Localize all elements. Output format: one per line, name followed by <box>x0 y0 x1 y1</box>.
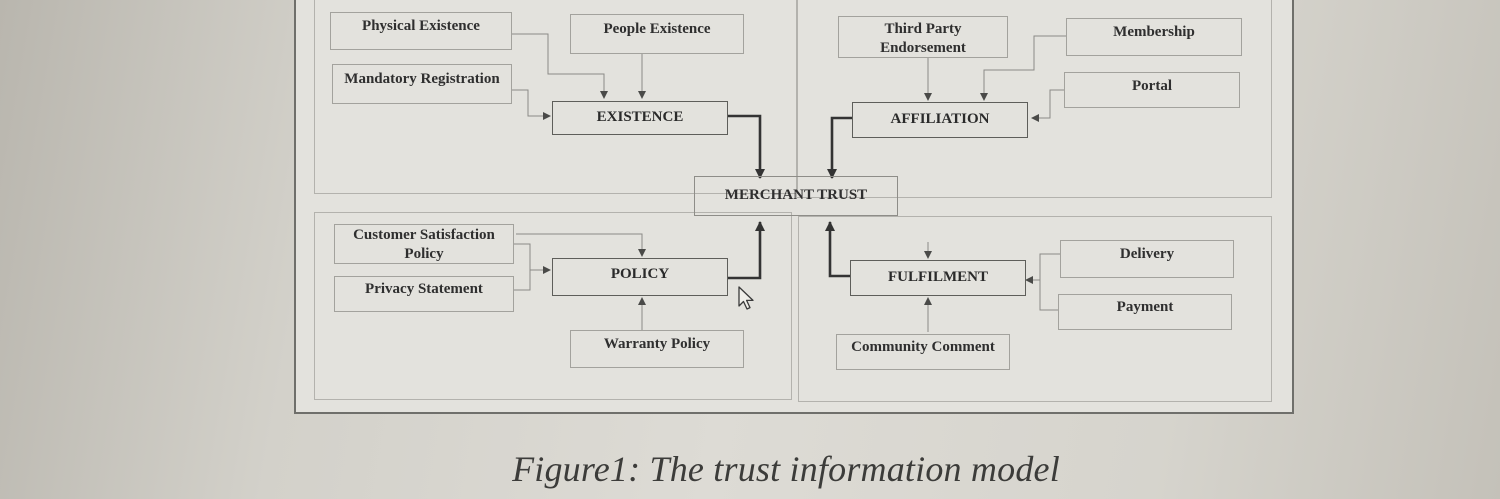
factor-label: Warranty Policy <box>603 336 711 352</box>
factor-physical-existence: Physical Existence <box>330 12 512 50</box>
factor-portal: Portal <box>1064 72 1240 108</box>
factor-label: Portal <box>1132 78 1172 94</box>
factor-label: Customer Satisfaction Policy <box>353 227 495 262</box>
fulfilment-factor-links <box>924 242 1060 332</box>
factor-label: Physical Existence <box>362 18 480 34</box>
factor-label: Third Party Endorsement <box>880 21 966 56</box>
factor-delivery: Delivery <box>1060 240 1234 278</box>
center-merchant-trust: MERCHANT TRUST <box>694 176 898 216</box>
category-policy: POLICY <box>552 258 728 296</box>
category-fulfilment: FULFILMENT <box>850 260 1026 296</box>
factor-people-existence: People Existence <box>570 14 744 54</box>
factor-customer-satisfaction-policy: Customer Satisfaction Policy <box>334 224 514 264</box>
category-label: EXISTENCE <box>596 109 684 125</box>
factor-label: Community Comment <box>851 339 995 355</box>
category-label: FULFILMENT <box>887 269 988 285</box>
quadrant-affiliation <box>796 0 1272 198</box>
category-existence: EXISTENCE <box>552 101 728 135</box>
category-label: POLICY <box>610 266 670 282</box>
center-label: MERCHANT TRUST <box>724 187 868 203</box>
factor-mandatory-registration: Mandatory Registration <box>332 64 512 104</box>
factor-label: Delivery <box>1119 246 1175 262</box>
factor-community-comment: Community Comment <box>836 334 1010 370</box>
factor-label: Payment <box>1116 299 1174 315</box>
factor-membership: Membership <box>1066 18 1242 56</box>
mouse-pointer-icon <box>738 286 754 310</box>
quadrant-fulfilment <box>798 216 1272 402</box>
figure-caption: Figure1: The trust information model <box>512 449 1060 489</box>
main-trust-links <box>728 114 852 280</box>
diagram-frame <box>294 0 1294 414</box>
category-affiliation: AFFILIATION <box>852 102 1028 138</box>
category-label: AFFILIATION <box>890 111 990 127</box>
quadrant-policy <box>314 212 792 400</box>
factor-label: Membership <box>1113 24 1195 40</box>
factor-privacy-statement: Privacy Statement <box>334 276 514 312</box>
affiliation-factor-links <box>924 35 1066 122</box>
factor-payment: Payment <box>1058 294 1232 330</box>
policy-factor-links <box>514 233 646 330</box>
existence-factor-links <box>512 33 646 120</box>
factor-warranty-policy: Warranty Policy <box>570 330 744 368</box>
factor-label: Mandatory Registration <box>344 71 500 87</box>
factor-label: Privacy Statement <box>365 281 483 297</box>
factor-third-party-endorsement: Third Party Endorsement <box>838 16 1008 58</box>
quadrant-existence <box>314 0 798 194</box>
factor-label: People Existence <box>603 21 711 37</box>
